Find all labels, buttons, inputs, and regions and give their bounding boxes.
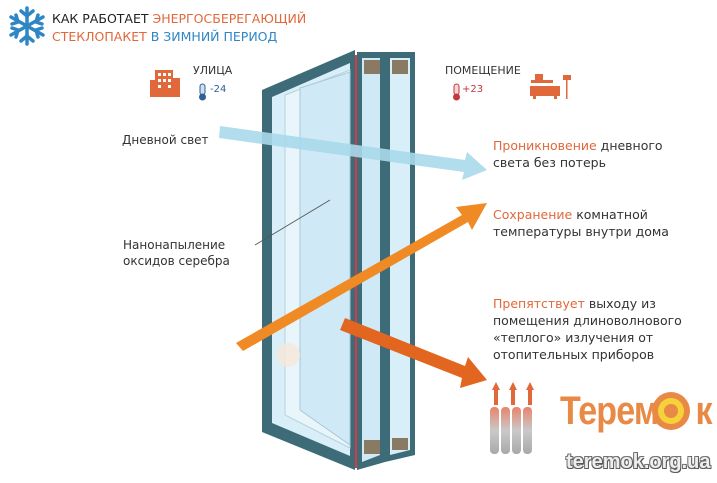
building-icon	[150, 70, 180, 97]
radiator-icon	[490, 382, 534, 454]
window-illustration	[262, 50, 415, 470]
daylight-arrow	[219, 126, 487, 180]
outside-label: УЛИЦА	[193, 64, 233, 77]
effect-warmth: Сохранение комнатной температуры внутри …	[493, 207, 669, 239]
effect-radiation: Препятствует выходу из помещения длиново…	[493, 296, 682, 362]
outside-temp: -24	[210, 84, 227, 95]
warmth-retained-arrow	[236, 203, 487, 351]
daylight-label: Дневной свет	[122, 133, 209, 147]
site-url: teremok.org.ua	[566, 451, 711, 473]
effect-daylight: Проникновение дневного света без потерь	[493, 138, 663, 170]
radiation-blocked-arrow	[340, 318, 487, 388]
pointer-line	[254, 199, 331, 246]
inside-temp: +23	[462, 84, 484, 95]
sun-logo-icon	[652, 392, 690, 430]
sofa-lamp-icon	[530, 74, 571, 99]
inside-label: ПОМЕЩЕНИЕ	[445, 64, 521, 77]
thermometer-warm-icon	[453, 83, 460, 101]
snowflake-icon	[9, 6, 45, 46]
thermometer-cold-icon	[199, 83, 206, 101]
page-title: КАК РАБОТАЕТ ЭНЕРГОСБЕРЕГАЮЩИЙ СТЕКЛОПАК…	[52, 11, 307, 44]
